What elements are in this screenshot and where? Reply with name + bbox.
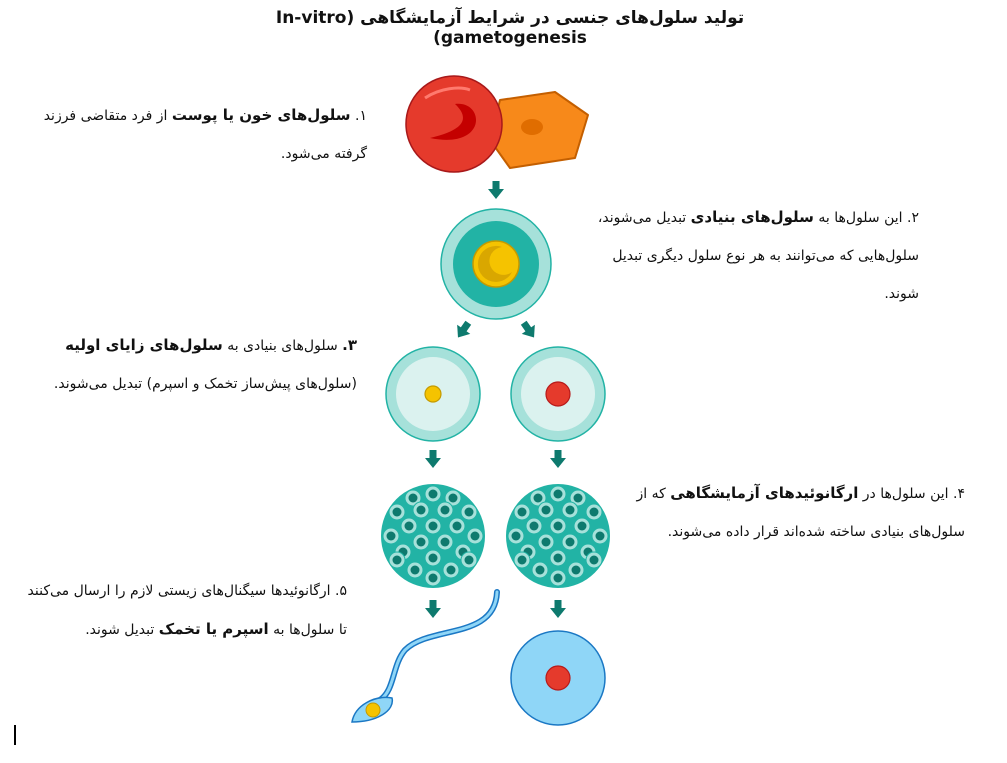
step-rest: (سلول‌های پیش‌ساز تخمک و اسپرم) تبدیل می… (53, 376, 357, 392)
step-5-text: ۵. ارگانوئیدها سیگنال‌های زیستی لازم را … (17, 572, 347, 649)
step-number: ۵. (335, 583, 347, 599)
step-bold: اسپرم یا تخمک (158, 620, 269, 638)
arrow-down-right-icon (517, 318, 541, 343)
arrow-down-icon (425, 450, 441, 468)
step-number: ۳. (342, 336, 357, 354)
step-pre: ارگانوئیدها سیگنال‌های زیستی لازم را ارس… (27, 583, 347, 638)
skin-cell-icon (489, 91, 589, 169)
egg-icon (510, 630, 606, 726)
step-rest: تبدیل می‌شوند، سلول‌هایی که می‌توانند به… (597, 210, 919, 302)
primordial-cell-red-icon (510, 346, 606, 442)
organoid-icon (506, 484, 610, 588)
text-cursor (14, 725, 16, 745)
step-4-text: ۴. این سلول‌ها در ارگانوئیدهای آزمایشگاه… (635, 474, 965, 551)
step-rest: از فرد متقاضی فرزند گرفته می‌شود. (43, 108, 367, 162)
stem-cell-icon (440, 208, 552, 320)
step-pre: این سلول‌ها به (818, 210, 903, 226)
step-rest: که از سلول‌های بنیادی ساخته شده‌اند قرار… (636, 486, 965, 540)
step-3-text: ۳. سلول‌های بنیادی به سلول‌های زایای اول… (17, 326, 357, 403)
step-pre: این سلول‌ها در (862, 486, 949, 502)
arrow-down-icon (488, 181, 504, 199)
diagram-title: تولید سلول‌های جنسی در شرایط آزمایشگاهی … (275, 8, 745, 48)
step-number: ۴. (953, 486, 965, 502)
step-bold: سلول‌های بنیادی (690, 208, 814, 226)
organoid-icon (381, 484, 485, 588)
step-2-text: ۲. این سلول‌ها به سلول‌های بنیادی تبدیل … (579, 198, 919, 313)
step-rest: تبدیل شوند. (85, 622, 155, 638)
step-1-text: ۱. سلول‌های خون یا پوست از فرد متقاضی فر… (37, 96, 367, 173)
step-pre: سلول‌های بنیادی به (227, 338, 338, 354)
step-number: ۱. (355, 108, 367, 124)
blood-cell-icon (405, 75, 503, 173)
arrow-down-icon (425, 600, 441, 618)
primordial-cell-yellow-icon (385, 346, 481, 442)
step-bold: سلول‌های زایای اولیه (65, 336, 223, 354)
arrow-down-icon (550, 600, 566, 618)
step-bold: ارگانوئیدهای آزمایشگاهی (670, 484, 859, 502)
step-number: ۲. (907, 210, 919, 226)
sperm-icon (351, 589, 500, 723)
arrow-down-left-icon (451, 318, 475, 343)
arrow-down-icon (550, 450, 566, 468)
step-bold: سلول‌های خون یا پوست (171, 106, 351, 124)
